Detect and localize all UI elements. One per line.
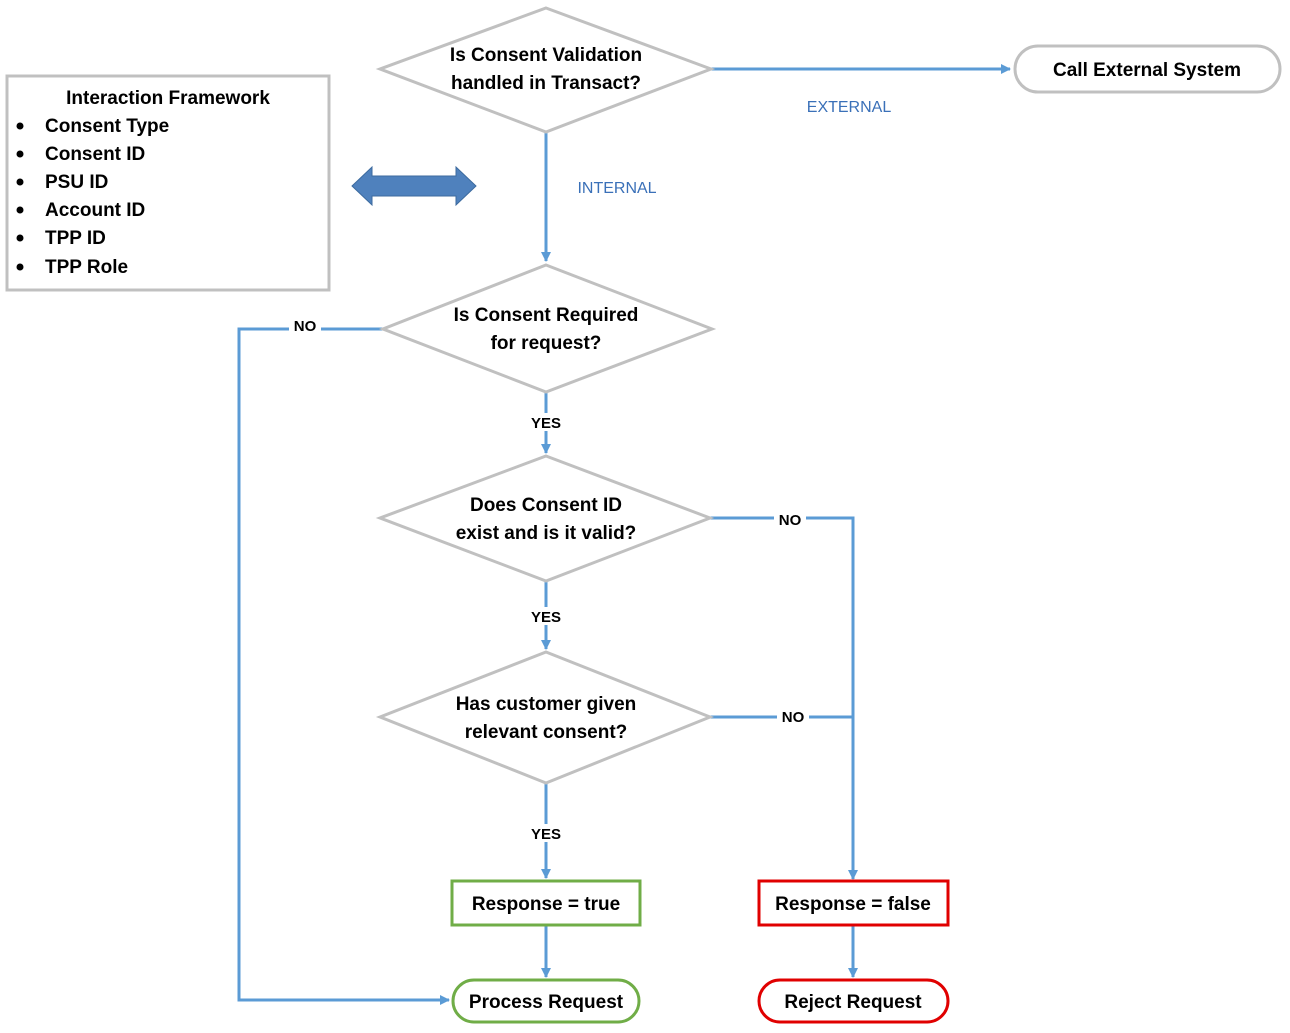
decision-text-line1: Has customer given [456,694,637,715]
framework-bullet [16,263,24,271]
framework-item: Account ID [45,200,145,221]
connector-valid-no-to-false [710,516,858,880]
edge-label-internal: INTERNAL [577,180,656,197]
connector-required-no-to-process [237,327,450,1005]
terminal-process-request: Process Request [451,978,641,1024]
framework-item: TPP ID [45,228,106,249]
edge-label-external: EXTERNAL [807,99,892,116]
framework-bullet [16,150,24,158]
decision-text-line1: Does Consent ID [470,495,622,516]
double-arrow-icon [351,165,477,207]
terminal-reject-request: Reject Request [757,978,950,1024]
framework-item: Consent Type [45,116,169,137]
result-label: Response = false [775,894,931,915]
terminal-label: Call External System [1053,60,1241,81]
result-response-false: Response = false [757,879,950,927]
decision-diamond [375,454,715,583]
decision-diamond [375,6,716,134]
decision-diamond [375,650,715,785]
framework-bullet [16,206,24,214]
framework-item: PSU ID [45,172,108,193]
framework-list: Consent Type Consent ID PSU ID Account I… [16,116,169,278]
framework-bullet [16,234,24,242]
decision-text-line1: Is Consent Required [454,305,639,326]
decision-consent-validation: Is Consent Validation handled in Transac… [375,6,716,134]
terminal-label: Process Request [469,992,624,1013]
result-response-true: Response = true [450,879,642,927]
result-box [450,879,642,927]
result-label: Response = true [472,894,620,915]
decision-customer-consent: Has customer given relevant consent? [375,650,715,785]
decision-text-line1: Is Consent Validation [450,45,642,66]
edge-label-yes-required: YES [531,415,561,432]
framework-bullet [16,122,24,130]
terminal-label: Reject Request [784,992,922,1013]
decision-consent-id-valid: Does Consent ID exist and is it valid? [375,454,715,583]
edge-label-no-required: NO [294,318,317,335]
decision-text-line2: handled in Transact? [451,73,641,94]
decision-text-line2: exist and is it valid? [456,523,637,544]
decision-diamond [378,263,717,394]
edge-label-no-customer: NO [782,709,805,726]
result-box [757,879,950,927]
decision-text-line2: for request? [491,333,602,354]
framework-border [5,74,331,292]
framework-title: Interaction Framework [66,88,270,109]
edge-label-no-valid: NO [779,512,802,529]
terminal-shape [757,978,950,1024]
framework-item: TPP Role [45,257,128,278]
edge-label-yes-valid: YES [531,609,561,626]
terminal-shape [1013,44,1282,94]
framework-bullet [16,178,24,186]
terminal-call-external-system: Call External System [1013,44,1282,94]
framework-item: Consent ID [45,144,145,165]
decision-consent-required: Is Consent Required for request? [378,263,717,394]
edge-label-yes-customer: YES [531,826,561,843]
terminal-shape [451,978,641,1024]
decision-text-line2: relevant consent? [465,722,628,743]
interaction-framework-box: Interaction Framework Consent Type Conse… [5,74,331,292]
